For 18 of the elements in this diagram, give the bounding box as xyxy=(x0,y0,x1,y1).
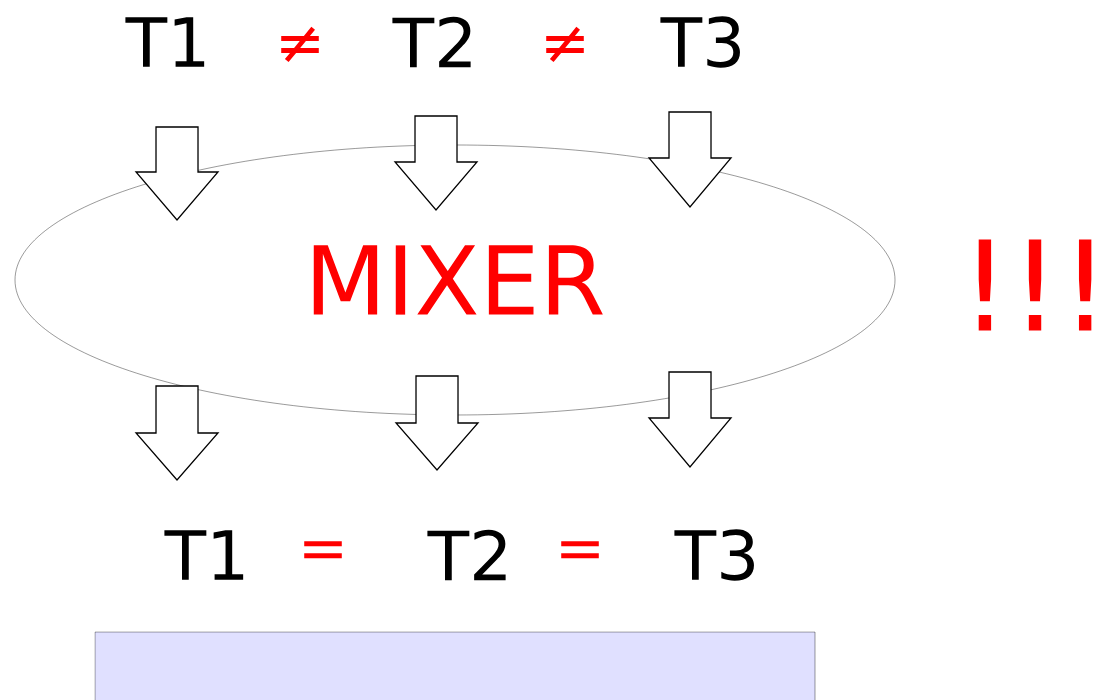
symbol: = xyxy=(561,541,599,559)
text-label: T2 xyxy=(427,529,506,581)
block-arrow xyxy=(647,111,733,208)
panel-box xyxy=(94,631,816,700)
block-arrow xyxy=(134,126,220,221)
symbol: ≠ xyxy=(281,26,319,63)
exclamation-marks: !!! xyxy=(978,239,1092,331)
text-label: T3 xyxy=(660,16,740,68)
symbol: ≠ xyxy=(546,26,584,63)
text-label: T2 xyxy=(392,16,471,68)
block-arrow xyxy=(647,371,733,468)
block-arrow xyxy=(394,375,480,471)
block-arrow xyxy=(134,385,220,481)
symbol: = xyxy=(304,541,342,559)
text-label: T1 xyxy=(125,17,205,67)
text-label: T3 xyxy=(674,529,754,581)
text-label: T1 xyxy=(164,530,244,580)
block-arrow xyxy=(393,115,479,211)
